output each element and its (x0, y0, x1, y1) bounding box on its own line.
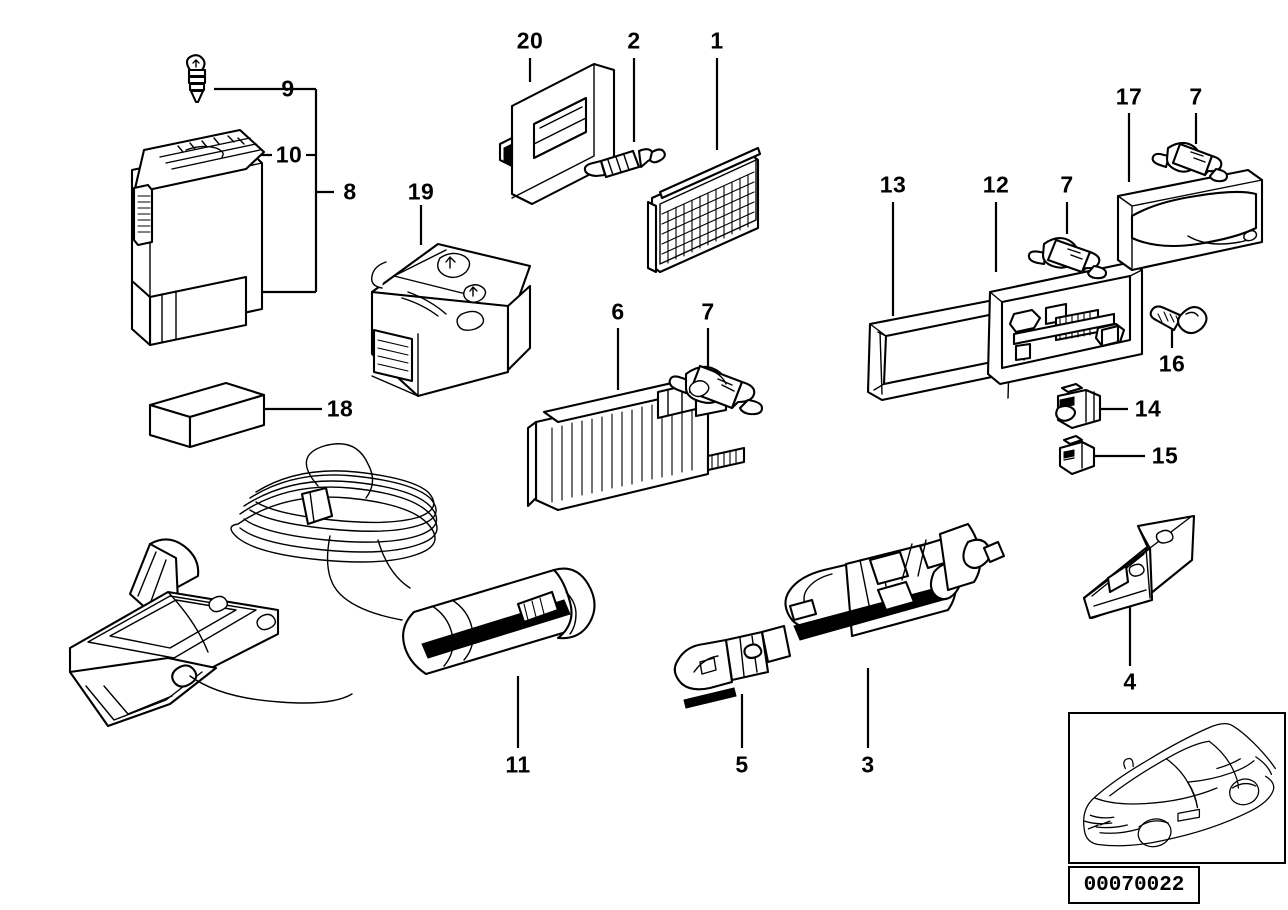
sedan-line-drawing-icon (1083, 723, 1276, 848)
vehicle-thumbnail-box (1068, 712, 1286, 864)
part-18-block (148, 381, 266, 449)
callout-14[interactable]: 14 (1134, 395, 1162, 422)
callout-7-top-right[interactable]: 7 (1189, 83, 1203, 110)
part-14-connector-housing (1055, 382, 1102, 430)
callout-19[interactable]: 19 (407, 178, 435, 205)
callout-4[interactable]: 4 (1123, 668, 1137, 695)
leader-lines (214, 58, 1198, 748)
part-1-lamp-lens (646, 146, 762, 274)
callout-3[interactable]: 3 (861, 751, 875, 778)
callout-1[interactable]: 1 (710, 27, 724, 54)
callout-13[interactable]: 13 (879, 171, 907, 198)
callout-20[interactable]: 20 (516, 27, 544, 54)
part-11-inspection-lamp (68, 443, 596, 728)
callout-5[interactable]: 5 (735, 751, 749, 778)
part-20-trim-bezel (498, 62, 616, 206)
callout-9[interactable]: 9 (281, 75, 295, 102)
callout-8[interactable]: 8 (343, 178, 357, 205)
callout-11[interactable]: 11 (505, 751, 531, 778)
callout-16[interactable]: 16 (1158, 350, 1186, 377)
part-5-bayonet-bulb (673, 624, 792, 709)
part-7-festoon-bulb-mid (668, 364, 764, 416)
callout-12[interactable]: 12 (982, 171, 1010, 198)
callout-2[interactable]: 2 (627, 27, 641, 54)
part-9-bulb (185, 54, 207, 104)
callout-17[interactable]: 17 (1115, 83, 1143, 110)
part-4-mounting-bracket (1082, 514, 1196, 620)
part-15-contact-terminal (1058, 434, 1096, 476)
diagram-id-label: 00070022 (1083, 873, 1185, 897)
callout-15[interactable]: 15 (1151, 442, 1179, 469)
part-13-gasket-frame (866, 298, 1012, 402)
part-7-festoon-bulb-top (1151, 141, 1229, 183)
callout-7-upper[interactable]: 7 (1060, 171, 1074, 198)
part-16-screw (1149, 305, 1208, 335)
part-17-oval-lamp-housing (1116, 168, 1264, 272)
part-12-lamp-body (986, 260, 1144, 386)
callout-18[interactable]: 18 (326, 395, 354, 422)
part-7-festoon-bulb-upper (1027, 237, 1108, 280)
callout-6[interactable]: 6 (611, 298, 625, 325)
part-10-control-module (130, 128, 266, 347)
part-3-lighter-socket (784, 522, 1006, 641)
callout-10[interactable]: 10 (275, 141, 303, 168)
diagram-id-box: 00070022 (1068, 866, 1200, 904)
part-19-interior-lamp-unit (370, 242, 532, 398)
part-2-festoon-bulb (583, 148, 666, 179)
callout-7-mid[interactable]: 7 (701, 298, 715, 325)
